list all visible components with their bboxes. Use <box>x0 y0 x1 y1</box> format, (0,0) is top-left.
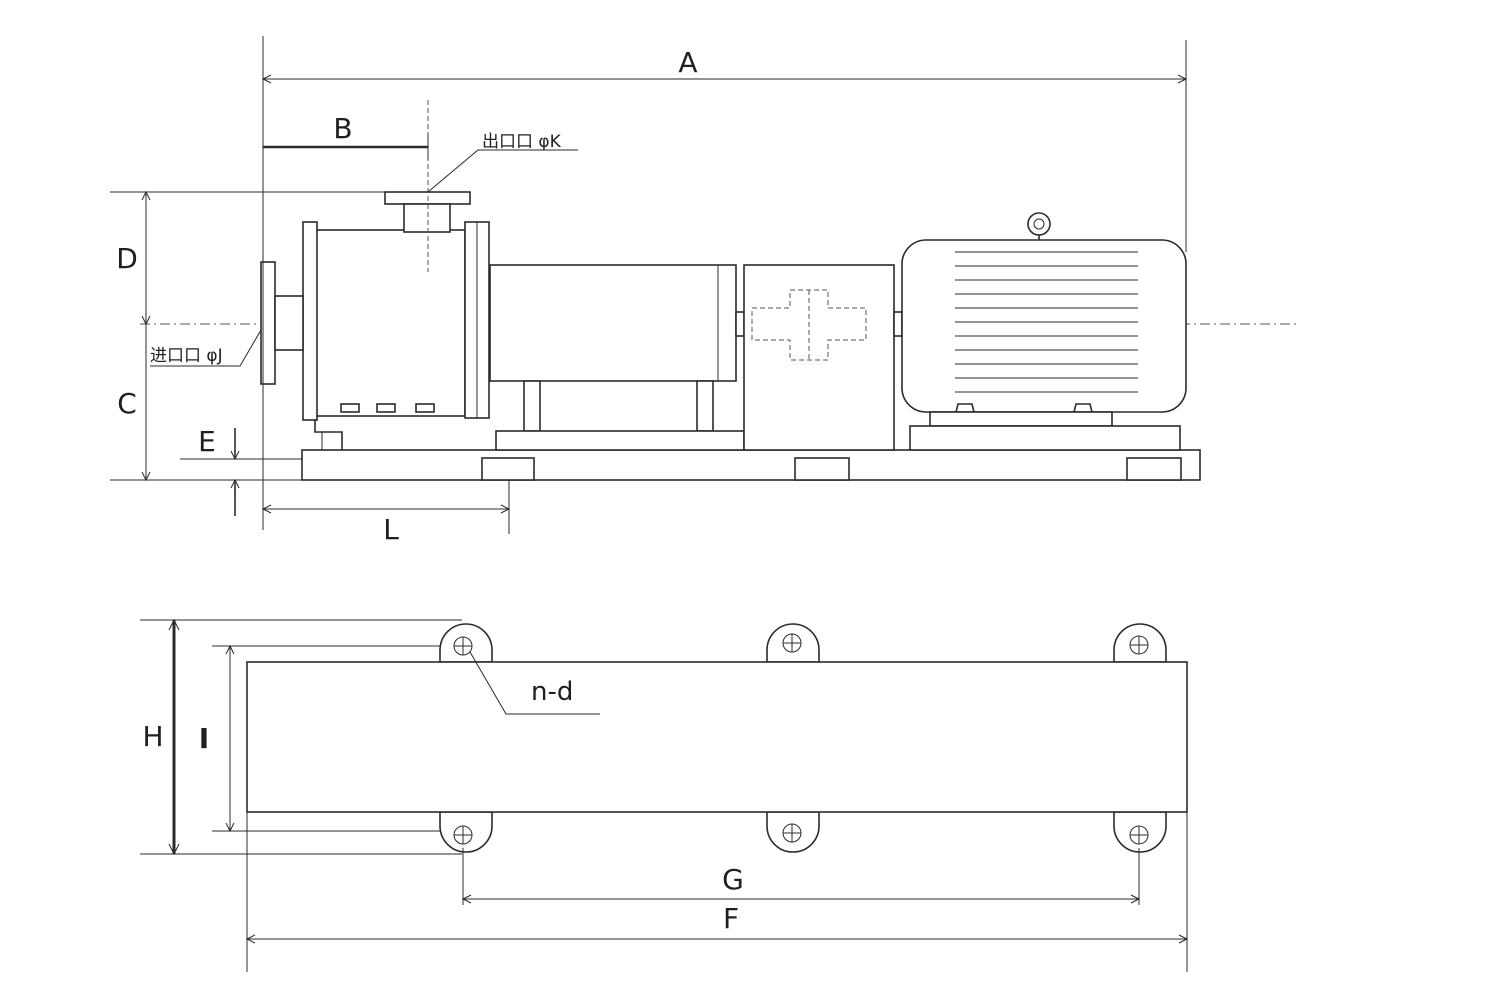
bearing-housing <box>489 264 737 382</box>
side-view: A B D C E L 出口口 φK 进口口 φJ <box>110 36 1300 546</box>
motor-base <box>929 411 1113 427</box>
bearing-base-plate <box>495 430 745 451</box>
bearing-support-left <box>523 380 541 432</box>
dim-arrow-E-bottom <box>230 478 240 489</box>
dim-label-F: F <box>723 902 739 935</box>
base-frame-plan <box>246 661 1188 813</box>
base-frame <box>301 449 1201 481</box>
lug-bottom-1 <box>439 811 493 853</box>
dim-arrow-L-right <box>500 504 511 514</box>
dim-label-A: A <box>678 46 697 79</box>
lug-bottom-3 <box>1113 811 1167 853</box>
dim-arrow-F-right <box>1178 934 1189 944</box>
dim-label-E: E <box>198 425 216 458</box>
dim-arrow-D-top <box>141 190 151 201</box>
outlet-nozzle <box>403 203 451 233</box>
lifting-eye-icon <box>1027 212 1051 236</box>
lifting-eye-hole <box>1033 218 1045 230</box>
dim-arrow-I-bottom <box>225 822 235 833</box>
base-foot-3 <box>1126 457 1182 481</box>
inlet-nozzle <box>274 295 304 351</box>
motor-foot-right <box>1073 403 1093 413</box>
holes-callout: n-d <box>531 677 573 707</box>
dim-label-G: G <box>722 863 744 896</box>
outlet-leader <box>427 149 578 193</box>
bearing-support-right <box>696 380 714 432</box>
inlet-leader <box>150 329 262 367</box>
holes-leader <box>469 651 600 715</box>
lug-top-3 <box>1113 623 1167 663</box>
dim-arrow-H-bottom <box>168 843 180 856</box>
dim-arrow-C-bottom <box>141 471 151 482</box>
dim-label-H: H <box>142 720 163 753</box>
dim-arrow-E-top <box>230 450 240 461</box>
dim-label-C: C <box>117 387 137 420</box>
pump-casing <box>314 229 466 417</box>
dim-arrow-F-left <box>245 934 256 944</box>
dim-label-I: I <box>199 722 209 755</box>
shaft-stub <box>735 311 745 337</box>
base-foot-2 <box>794 457 850 481</box>
motor-base-plate <box>909 425 1181 451</box>
lug-bottom-2 <box>766 811 820 853</box>
dim-arrow-A-right <box>1177 74 1188 84</box>
mounting-lugs <box>439 623 1167 853</box>
dim-label-L: L <box>383 513 399 546</box>
dim-arrow-I-top <box>225 644 235 655</box>
casing-bolt-2 <box>376 403 396 413</box>
coupling-guard <box>743 264 895 451</box>
dim-arrow-G-right <box>1130 894 1141 904</box>
motor-shaft-stub <box>893 311 903 337</box>
casing-bolt-3 <box>415 403 435 413</box>
plan-view: n-d H I G F <box>140 618 1189 972</box>
dim-arrow-A-left <box>261 74 272 84</box>
pump-support-bracket <box>314 420 343 450</box>
dim-arrow-H-top <box>168 618 180 631</box>
front-flange-plate <box>302 221 318 421</box>
dim-arrow-L-left <box>261 504 272 514</box>
dim-label-B: B <box>333 112 352 145</box>
lug-top-1 <box>439 623 493 663</box>
coupling-hidden <box>751 289 867 361</box>
outlet-callout: 出口口 φK <box>482 132 562 152</box>
dim-label-D: D <box>116 242 138 275</box>
inlet-callout: 进口口 φJ <box>150 346 223 366</box>
casing-bolt-1 <box>340 403 360 413</box>
motor-foot-left <box>955 403 975 413</box>
dim-arrow-G-left <box>461 894 472 904</box>
base-foot-1 <box>481 457 535 481</box>
